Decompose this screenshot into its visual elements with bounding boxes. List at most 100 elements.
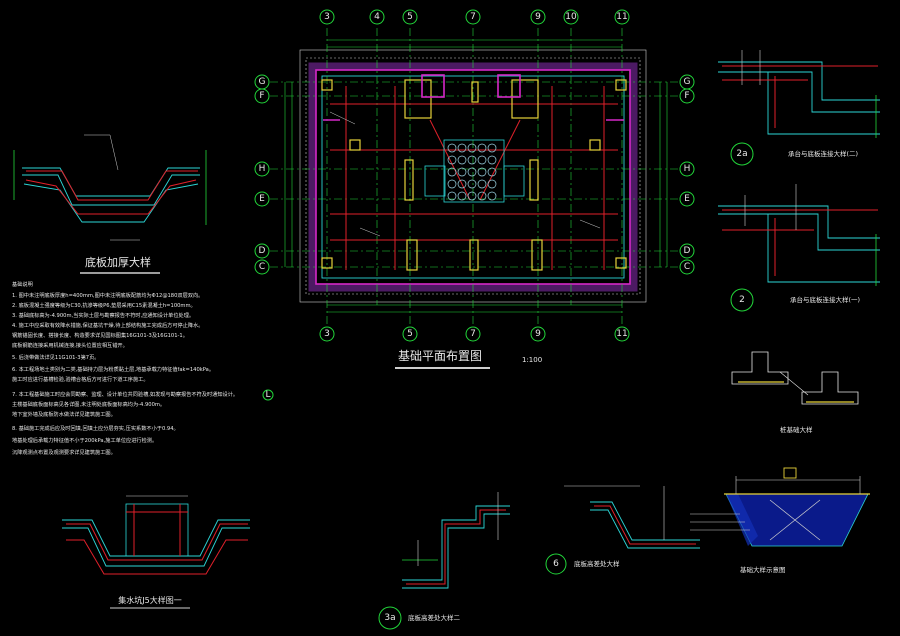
svg-text:4: 4 xyxy=(374,12,380,22)
axis-bubble-H-left: H xyxy=(254,161,270,177)
notes-line-15: 沉降观测点布置及观测要求详见建筑施工图。 xyxy=(12,448,116,456)
svg-text:E: E xyxy=(259,194,265,204)
svg-text:5: 5 xyxy=(407,12,413,22)
slab-thickening-title: 底板加厚大样 xyxy=(85,255,151,269)
axis-bubble-C-right: C xyxy=(679,259,695,275)
detail-3a-caption: 底板高差处大样二 xyxy=(408,613,461,622)
general-notes: 基础说明 1. 图中未注明底板厚度h=400mm,图中未注明底板配筋均为Φ12@… xyxy=(12,280,238,456)
axis-bubble-H-right: H xyxy=(679,161,695,177)
axis-bubble-3-top: 3 xyxy=(319,9,335,25)
detail-6-caption: 底板高差处大样 xyxy=(574,559,620,568)
detail-marker-6: 6 xyxy=(545,553,567,575)
notes-line-2: 2. 底板混凝土强度等级为C30,抗渗等级P6,垫层采用C15素混凝土h=100… xyxy=(12,301,196,309)
slab-thickening-detail xyxy=(13,134,207,241)
right-axis-bubbles: G F H E D C xyxy=(679,74,695,275)
axis-bubble-4-top: 4 xyxy=(369,9,385,25)
svg-text:C: C xyxy=(684,262,690,272)
bottom-axis-bubbles: 3 5 7 9 11 xyxy=(319,326,630,342)
svg-text:F: F xyxy=(684,91,689,101)
svg-text:F: F xyxy=(259,91,264,101)
notes-line-10: 7. 本工程基础施工时应会同勘察、监理、设计单位共同验槽,如发现与勘察报告不符及… xyxy=(12,390,238,398)
plan-scale: 1:100 xyxy=(522,356,542,364)
notes-line-14: 地基处理后承载力特征值不小于200kPa,施工单位应进行检测。 xyxy=(12,436,157,444)
notes-line-5: 钢筋锚固长度、搭接长度、构造要求详见国标图集16G101-3及16G101-1。 xyxy=(12,331,188,339)
axis-bubble-11-top: 11 xyxy=(614,9,630,25)
notes-line-9: 施工时应进行基槽检验,验槽合格后方可进行下道工序施工。 xyxy=(12,375,149,383)
svg-text:D: D xyxy=(259,246,266,256)
detail-2-drawing xyxy=(718,184,880,286)
svg-text:G: G xyxy=(684,77,691,87)
svg-text:11: 11 xyxy=(616,12,627,22)
svg-text:2: 2 xyxy=(739,295,745,305)
svg-text:3: 3 xyxy=(324,12,330,22)
svg-text:C: C xyxy=(259,262,265,272)
axis-bubble-7-top: 7 xyxy=(465,9,481,25)
notes-heading: 基础说明 xyxy=(12,280,33,288)
svg-text:5: 5 xyxy=(407,329,413,339)
notes-line-6: 底板钢筋连接采用机械连接,接头位置应相互错开。 xyxy=(12,341,128,349)
axis-bubble-3-bottom: 3 xyxy=(319,326,335,342)
svg-text:H: H xyxy=(259,164,266,174)
pile-cluster xyxy=(424,139,525,203)
notes-line-1: 1. 图中未注明底板厚度h=400mm,图中未注明底板配筋均为Φ12@180双层… xyxy=(12,291,203,299)
sump-pit-drawing xyxy=(62,495,250,575)
notes-line-11: 主楼基础底板面标高见各详图,未注明处底板面标高均为-4.900m。 xyxy=(12,400,165,408)
foundation-schematic-caption: 基础大样示意图 xyxy=(740,565,786,574)
notes-line-4: 4. 施工中应采取有效降水措施,保证基坑干燥,待上部结构施工完成后方可停止降水。 xyxy=(12,321,203,329)
svg-text:6: 6 xyxy=(553,559,559,569)
detail-3a-drawing xyxy=(402,492,510,589)
svg-text:3a: 3a xyxy=(384,613,395,623)
axis-bubble-G-right: G xyxy=(679,74,695,90)
foundation-schematic-drawing xyxy=(690,467,870,547)
notes-line-12: 地下室外墙及底板防水做法详见建筑施工图。 xyxy=(12,410,116,418)
top-axis-bubbles: 3 4 5 7 9 10 11 xyxy=(319,9,630,25)
detail-marker-2a: 2a xyxy=(730,142,754,166)
axis-bubble-C-left: C xyxy=(254,259,270,275)
axis-bubble-D-left: D xyxy=(254,243,270,259)
notes-line-13: 8. 基础施工完成后应及时回填,回填土应分层夯实,压实系数不小于0.94。 xyxy=(12,424,179,432)
pile-detail-drawing xyxy=(731,351,859,405)
svg-text:9: 9 xyxy=(535,329,541,339)
axis-bubble-E-right: E xyxy=(679,191,695,207)
detail-marker-2: 2 xyxy=(730,288,754,312)
svg-text:11: 11 xyxy=(616,329,627,339)
svg-text:2a: 2a xyxy=(736,149,747,159)
svg-text:G: G xyxy=(259,77,266,87)
axis-bubble-11-bottom: 11 xyxy=(614,326,630,342)
notes-line-7: 5. 后浇带做法详见11G101-3第7页。 xyxy=(12,353,99,361)
axis-bubble-9-bottom: 9 xyxy=(530,326,546,342)
axis-bubble-G-left: G xyxy=(254,74,270,90)
detail-6-drawing xyxy=(564,485,700,549)
svg-text:7: 7 xyxy=(470,12,476,22)
axis-bubble-F-right: F xyxy=(679,88,695,104)
axis-bubble-10-top: 10 xyxy=(563,9,579,25)
detail-2-caption: 承台与底板连接大样(一) xyxy=(790,295,860,304)
sump-pit-title: 集水坑J5大样图一 xyxy=(118,595,181,605)
svg-text:H: H xyxy=(684,164,691,174)
svg-text:10: 10 xyxy=(565,12,577,22)
axis-bubble-7-bottom: 7 xyxy=(465,326,481,342)
detail-2a-caption: 承台与底板连接大样(二) xyxy=(788,149,858,158)
svg-text:E: E xyxy=(684,194,690,204)
detail-marker-3a: 3a xyxy=(378,606,402,630)
axis-bubble-5-top: 5 xyxy=(402,9,418,25)
detail-2a-drawing xyxy=(718,50,880,138)
svg-text:3: 3 xyxy=(324,329,330,339)
axis-bubble-F-left: F xyxy=(254,88,270,104)
axis-bubble-E-left: E xyxy=(254,191,270,207)
detail-marker-L: L xyxy=(262,389,274,401)
left-axis-bubbles: G F H E D C xyxy=(254,74,270,275)
svg-text:D: D xyxy=(684,246,691,256)
axis-bubble-D-right: D xyxy=(679,243,695,259)
foundation-plan xyxy=(270,28,680,325)
axis-bubble-5-bottom: 5 xyxy=(402,326,418,342)
notes-line-3: 3. 基础底标高为-4.900m,当实际土层与勘察报告不符时,应通知设计单位处理… xyxy=(12,311,194,319)
plan-title: 基础平面布置图 xyxy=(398,349,482,363)
axis-bubble-9-top: 9 xyxy=(530,9,546,25)
svg-text:L: L xyxy=(265,390,270,400)
svg-text:9: 9 xyxy=(535,12,541,22)
pile-detail-caption: 桩基础大样 xyxy=(780,425,813,434)
svg-text:7: 7 xyxy=(470,329,476,339)
notes-line-8: 6. 本工程场地土类别为二类,基础持力层为粉质黏土层,地基承载力特征值fak=1… xyxy=(12,365,214,373)
